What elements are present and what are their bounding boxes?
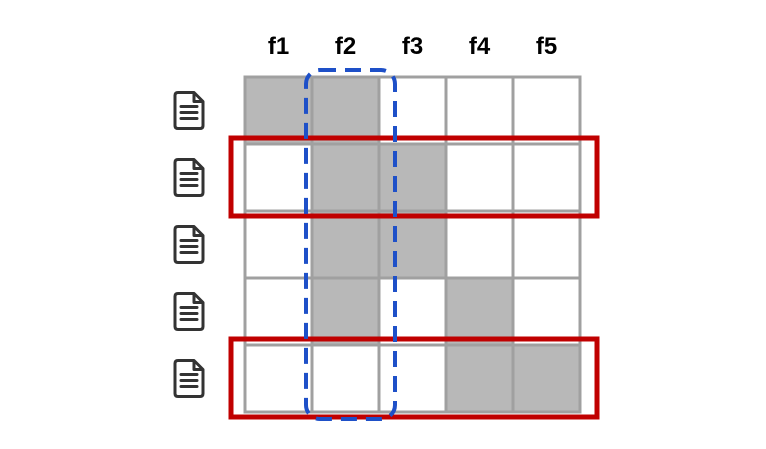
column-label-f2: f2 [335,33,356,60]
matrix-cell-r1-f2-filled [310,75,381,146]
document-icon [173,158,205,197]
document-icon [173,292,205,331]
matrix-cell-r2-f4-empty [444,142,515,213]
document-icon [173,91,205,130]
matrix-cell-r2-f3-filled [377,142,448,213]
column-label-f4: f4 [469,33,491,60]
matrix-cell-r5-f3-empty [377,343,448,414]
matrix-cell-r4-f1-empty [243,276,314,347]
highlights [228,68,600,421]
matrix-cell-r1-f1-filled [243,75,314,146]
matrix-cell-r5-f2-empty [310,343,381,414]
matrix-cell-r3-f1-empty [243,209,314,280]
row-highlight-box [228,336,600,420]
matrix-grid [243,75,582,414]
column-highlight-box [304,68,397,421]
matrix-cell-r2-f5-empty [511,142,582,213]
row-icons [173,91,205,398]
matrix-cell-r5-f1-empty [243,343,314,414]
matrix-cell-r1-f3-empty [377,75,448,146]
matrix-cell-r3-f2-filled [310,209,381,280]
matrix-cell-r2-f1-empty [243,142,314,213]
matrix-cell-r3-f4-empty [444,209,515,280]
matrix-cell-r2-f2-filled [310,142,381,213]
document-icon [173,359,205,398]
matrix-cell-r4-f2-filled [310,276,381,347]
matrix-cell-r1-f4-empty [444,75,515,146]
document-icon [173,225,205,264]
matrix-cell-r1-f5-empty [511,75,582,146]
matrix-cell-r4-f3-empty [377,276,448,347]
column-label-f1: f1 [268,33,289,60]
matrix-cell-r5-f5-filled [511,343,582,414]
matrix-cell-r4-f5-empty [511,276,582,347]
matrix-cell-r3-f3-filled [377,209,448,280]
column-label-f3: f3 [402,33,423,60]
column-labels: f1 f2 f3 f4 f5 [268,33,557,60]
matrix-cell-r5-f4-filled [444,343,515,414]
matrix-cell-r4-f4-filled [444,276,515,347]
column-label-f5: f5 [536,33,557,60]
matrix-cell-r3-f5-empty [511,209,582,280]
row-highlight-box [228,135,600,219]
